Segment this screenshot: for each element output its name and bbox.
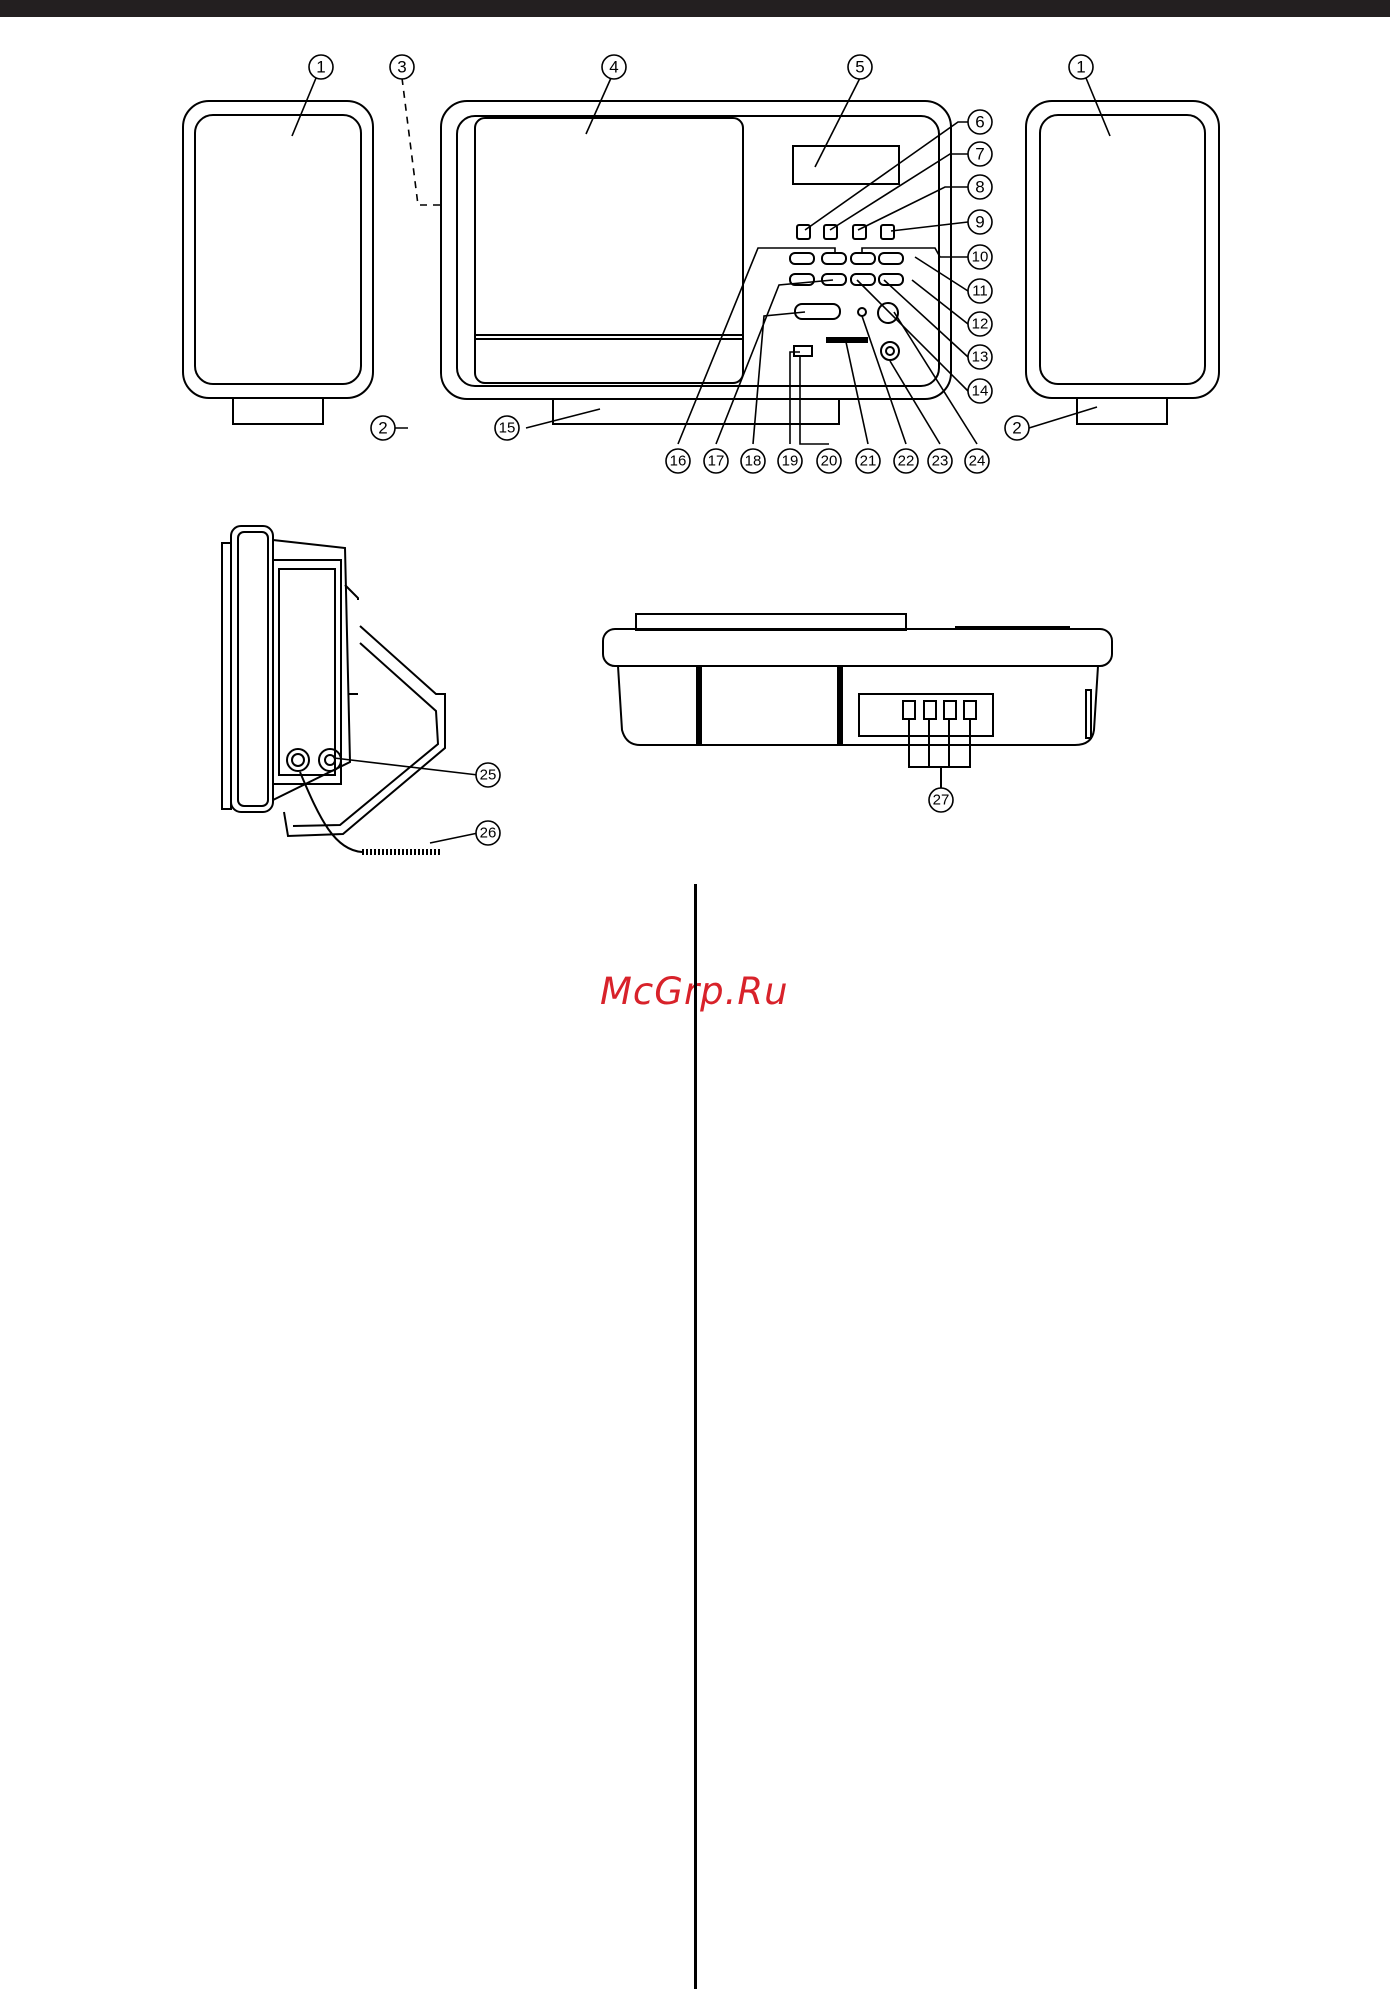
cd-door (475, 118, 743, 383)
callout-7: 7 (968, 142, 992, 166)
left-speaker (183, 101, 373, 424)
callout-number: 12 (972, 316, 989, 333)
callout-number: 25 (480, 767, 497, 784)
callout-number: 27 (933, 792, 950, 809)
callout-number: 3 (397, 58, 406, 77)
callout-22: 22 (894, 449, 918, 473)
callout-17: 17 (704, 449, 728, 473)
callout-1: 1 (309, 55, 333, 79)
callout-number: 19 (782, 453, 799, 470)
right-speaker-stand (1077, 398, 1167, 424)
column-divider (694, 884, 697, 1989)
right-speaker (1026, 101, 1219, 424)
callout-13: 13 (968, 345, 992, 369)
callout-4: 4 (602, 55, 626, 79)
callout-9: 9 (968, 210, 992, 234)
callout-27: 27 (929, 788, 953, 812)
callout-11: 11 (968, 279, 992, 303)
callout-number: 18 (745, 453, 762, 470)
callout-number: 11 (972, 283, 988, 300)
callout-number: 7 (975, 145, 984, 164)
callout-16: 16 (666, 449, 690, 473)
callout-26: 26 (476, 821, 500, 845)
lcd-display (793, 146, 899, 184)
callout-number: 22 (898, 453, 915, 470)
callout-number: 21 (860, 453, 877, 470)
callout-18: 18 (741, 449, 765, 473)
callout-number: 17 (708, 453, 725, 470)
callout-number: 9 (975, 213, 984, 232)
callout-number: 10 (972, 249, 989, 266)
callout-24: 24 (965, 449, 989, 473)
callout-number: 4 (609, 58, 618, 77)
main-unit-stand (553, 399, 839, 424)
callout-23: 23 (928, 449, 952, 473)
callout-1: 1 (1069, 55, 1093, 79)
callout-number: 2 (378, 419, 387, 438)
callout-20: 20 (817, 449, 841, 473)
callout-19: 19 (778, 449, 802, 473)
callout-14: 14 (968, 379, 992, 403)
callout-number: 23 (932, 453, 949, 470)
callout-number: 26 (480, 825, 497, 842)
callout-number: 14 (972, 383, 989, 400)
callout-6: 6 (968, 110, 992, 134)
callout-12: 12 (968, 312, 992, 336)
callout-number: 20 (821, 453, 838, 470)
callout-21: 21 (856, 449, 880, 473)
callout-3: 3 (390, 55, 414, 79)
top-view (603, 614, 1112, 790)
callout-5: 5 (848, 55, 872, 79)
callout-number: 1 (1076, 58, 1085, 77)
callout-number: 2 (1012, 419, 1021, 438)
left-speaker-stand (233, 398, 323, 424)
callout-2: 2 (1005, 416, 1029, 440)
callout-number: 15 (499, 420, 516, 437)
callout-number: 16 (670, 453, 687, 470)
callout-number: 1 (316, 58, 325, 77)
callout-number: 24 (969, 453, 986, 470)
callout-number: 6 (975, 113, 984, 132)
main-unit (441, 101, 951, 424)
callout-number: 5 (855, 58, 864, 77)
side-view (222, 526, 445, 852)
callout-number: 8 (975, 178, 984, 197)
callout-25: 25 (476, 763, 500, 787)
callout-10: 10 (968, 245, 992, 269)
callout-15: 15 (495, 416, 519, 440)
callout-2: 2 (371, 416, 395, 440)
callout-number: 13 (972, 349, 989, 366)
callout-8: 8 (968, 175, 992, 199)
